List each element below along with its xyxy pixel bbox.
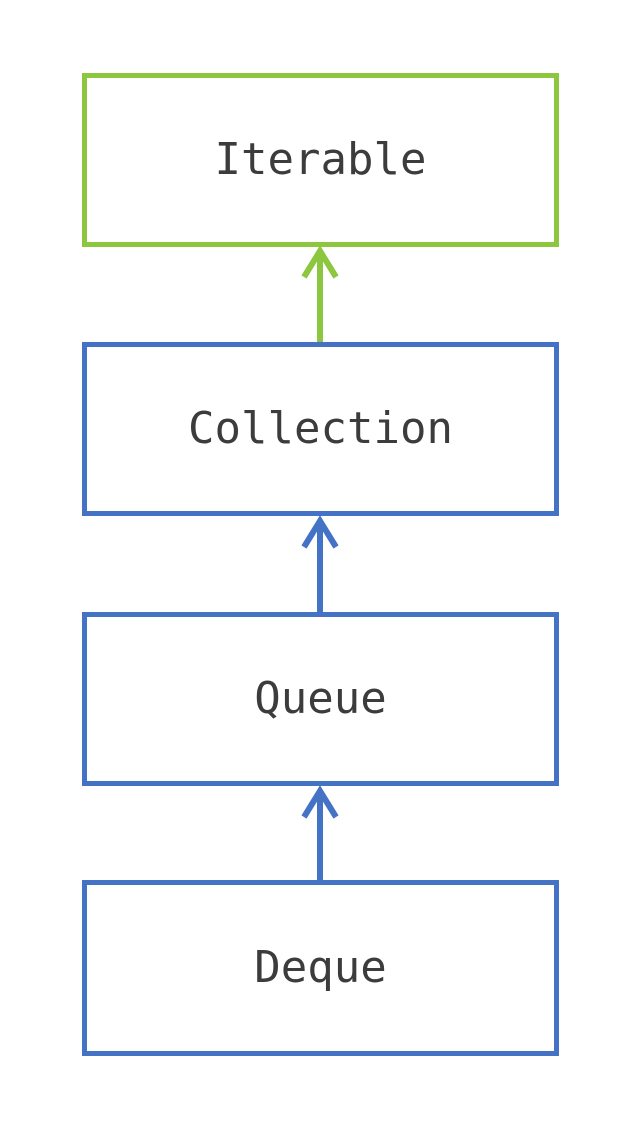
node-iterable[interactable]: Iterable [82,73,559,247]
node-queue[interactable]: Queue [82,612,559,786]
arrowhead-up-icon [301,245,339,279]
edge-collection-to-iterable [301,245,339,345]
edge-queue-to-collection [301,515,339,615]
node-label-queue: Queue [254,673,387,724]
arrowhead-up-icon [301,515,339,549]
node-label-collection: Collection [188,403,453,454]
node-collection[interactable]: Collection [82,342,559,516]
node-label-iterable: Iterable [214,134,427,185]
edge-deque-to-queue [301,785,339,883]
arrowhead-up-icon [301,785,339,819]
node-deque[interactable]: Deque [82,880,559,1056]
node-label-deque: Deque [254,942,387,993]
